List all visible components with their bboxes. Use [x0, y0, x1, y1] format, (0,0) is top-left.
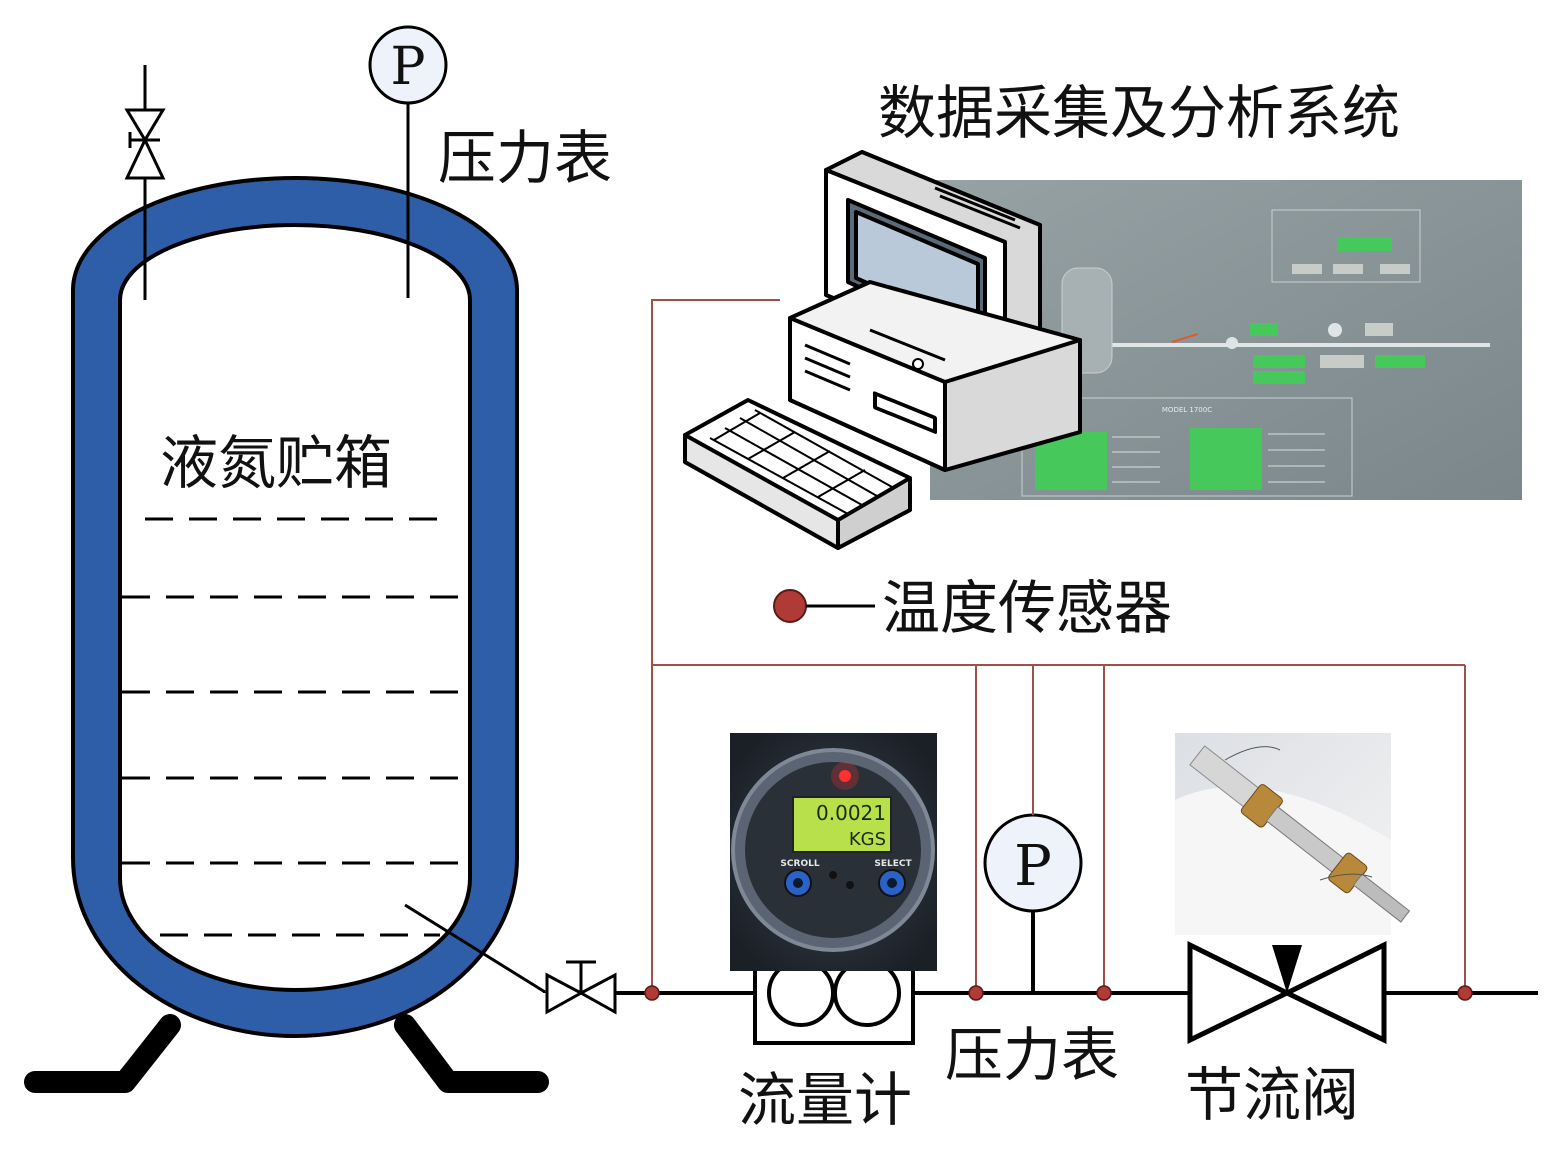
tank-label: 液氮贮箱 [160, 429, 392, 497]
flowmeter-display-value: 0.0021 [816, 801, 886, 825]
pressure-gauge-line-label: 压力表 [945, 1021, 1119, 1089]
temperature-sensor-label: 温度传感器 [882, 574, 1172, 642]
flowmeter-select-label: SELECT [874, 859, 912, 869]
throttle-valve-photo [1175, 733, 1411, 935]
throttle-valve-actuator [1272, 945, 1302, 993]
flowmeter-photo: 0.0021 KGS SCROLL SELECT [730, 733, 937, 971]
temperature-sensor-dot [1457, 985, 1473, 1001]
flowmeter-display-unit: KGS [849, 829, 886, 850]
temperature-sensor-dot [968, 985, 984, 1001]
sensor-wiring [651, 299, 1466, 993]
tank-outlet-pipe [404, 903, 546, 994]
throttle-valve-icon [1187, 940, 1387, 1044]
liquid-nitrogen-tank: P [24, 25, 549, 1093]
pressure-gauge-top-icon [368, 25, 448, 105]
outlet-valve-icon [545, 960, 617, 1015]
pressure-gauge-top-symbol: P [391, 37, 426, 97]
flowmeter-status-led [839, 770, 851, 782]
daq-screen-model: MODEL 1700C [1162, 406, 1212, 414]
tank-leg-left [24, 1014, 181, 1093]
flow-meter-icon [753, 941, 915, 1045]
flowmeter-scroll-label: SCROLL [780, 859, 819, 869]
main-pipeline [543, 991, 1538, 995]
temperature-sensor-dot [1096, 985, 1112, 1001]
flow-meter-label: 流量计 [738, 1066, 912, 1134]
tank-leg-right [394, 1014, 549, 1093]
temperature-sensor-points [644, 985, 1473, 1001]
throttle-valve-label: 节流阀 [1185, 1061, 1359, 1129]
tank-insulation-wall [71, 176, 519, 1038]
liquid-level-lines [122, 517, 468, 937]
vent-valve-icon [124, 108, 166, 180]
temperature-sensor-legend-icon [773, 589, 807, 623]
flowmeter-lcd [792, 796, 892, 853]
computer-icon [683, 150, 1082, 550]
daq-system-label: 数据采集及分析系统 [878, 79, 1400, 147]
pressure-gauge-line-symbol: P [1014, 834, 1052, 899]
pressure-gauge-top-label: 压力表 [438, 124, 612, 192]
temperature-sensor-dot [644, 985, 660, 1001]
throttle-valve-assembly [1189, 745, 1411, 923]
